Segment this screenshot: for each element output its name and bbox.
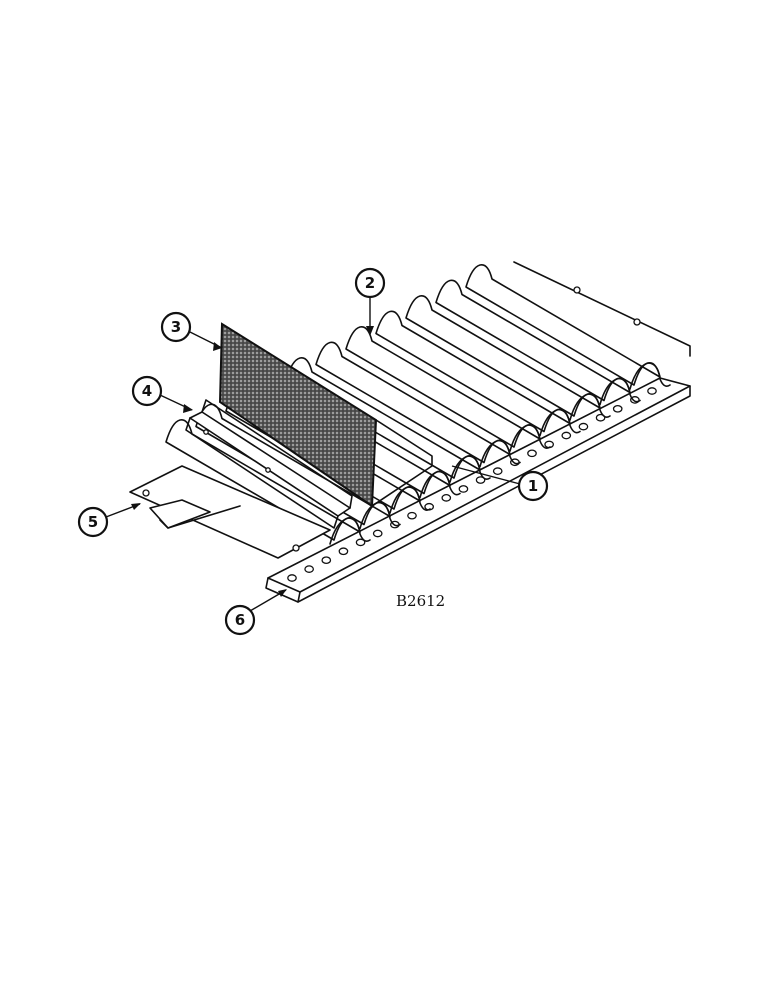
rail-hole	[647, 387, 657, 395]
rail-hole	[561, 431, 572, 440]
callout-4: 4	[131, 375, 193, 413]
callout-5: 5	[77, 503, 141, 538]
rail-hole	[441, 494, 452, 502]
screen-panel-part	[218, 322, 433, 508]
callout-4-label: 4	[142, 382, 152, 400]
callout-5-label: 5	[88, 513, 98, 531]
rail-hole	[492, 467, 503, 475]
rail-hole	[287, 574, 297, 582]
corrugation-ridge	[465, 263, 671, 390]
callout-3: 3	[160, 311, 223, 351]
corrugation-ridge	[345, 325, 551, 452]
rail-hole	[458, 485, 469, 493]
callout-1: 1	[451, 465, 549, 502]
figure-id: B2612	[396, 592, 445, 610]
corrugation-ridge	[315, 341, 521, 468]
callout-2: 2	[354, 267, 386, 336]
side-bracket-part	[129, 465, 331, 559]
rail-hole	[595, 413, 606, 422]
rail-hole	[372, 529, 383, 538]
rail-hole	[338, 547, 349, 556]
callout-6-label: 6	[235, 611, 245, 629]
rail-holes	[287, 387, 657, 582]
corrugation-ridge	[405, 294, 611, 421]
corrugation-ridge	[375, 310, 581, 437]
corrugation-ridge	[435, 279, 641, 406]
callout-3-label: 3	[171, 318, 181, 336]
rail-hole	[578, 422, 589, 431]
rail-hole	[475, 476, 486, 484]
rail-hole	[355, 538, 366, 547]
rail-hole	[321, 556, 332, 565]
rail-hole	[304, 565, 314, 573]
rail-hole	[527, 449, 537, 458]
callout-2-label: 2	[365, 274, 375, 292]
rear-edge-line	[513, 261, 691, 357]
corrugation-ridge	[285, 356, 491, 483]
rail-hole	[612, 404, 623, 413]
rail-hole	[407, 511, 417, 520]
callout-6: 6	[224, 589, 287, 636]
retainer-strip-part	[185, 399, 353, 529]
callout-1-label: 1	[528, 477, 538, 495]
base-channel-part	[265, 377, 691, 603]
